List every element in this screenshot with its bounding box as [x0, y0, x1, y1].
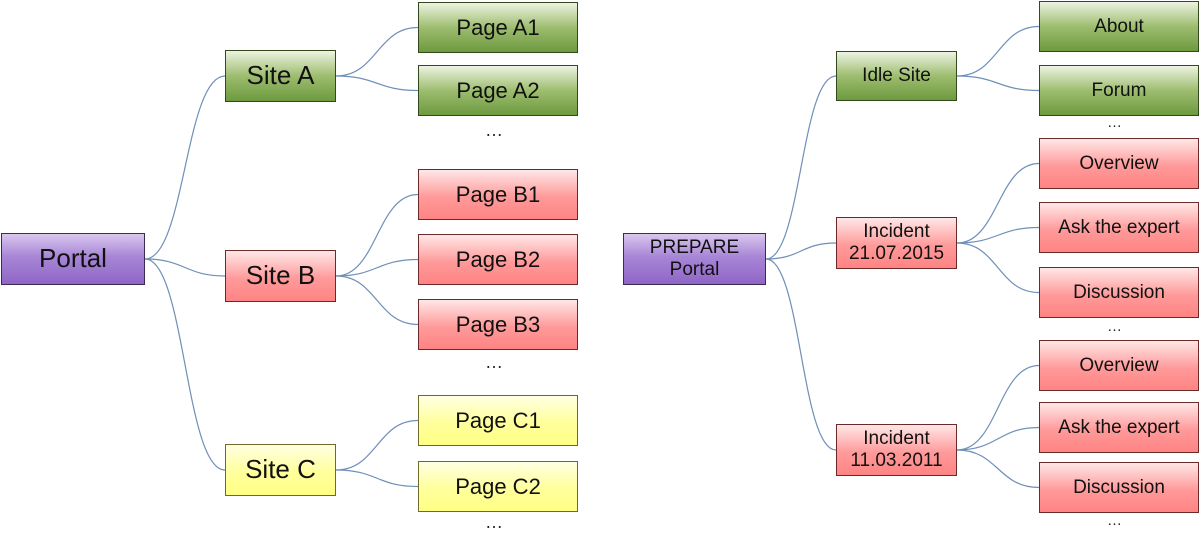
- discussion-2011-label: Discussion: [1073, 476, 1165, 498]
- incident-2011-label-line2: 11.03.2011: [850, 450, 943, 471]
- forum-page-node: Forum: [1039, 65, 1199, 116]
- ask-expert-2011-label: Ask the expert: [1058, 416, 1180, 438]
- site-b-label: Site B: [245, 260, 316, 291]
- site-b-node: Site B: [225, 250, 336, 302]
- ask-expert-2011-node: Ask the expert: [1039, 402, 1199, 453]
- connector-site-b-node-to-page-b1-node: [335, 193, 419, 277]
- connector-prepare-portal-node-to-incident-2015-node: [765, 242, 837, 260]
- prepare-portal-label-line1: PREPARE: [649, 237, 740, 259]
- page-b1-label: Page B1: [455, 181, 541, 207]
- portal-node: Portal: [1, 233, 145, 285]
- connector-site-b-node-to-page-b3-node: [335, 275, 419, 326]
- connector-prepare-portal-node-to-incident-2011-node: [765, 258, 837, 451]
- page-a1-node: Page A1: [418, 2, 578, 53]
- connector-site-b-node-to-page-b2-node: [335, 258, 419, 277]
- connector-incident-2011-node-to-overview-2011-node: [956, 364, 1040, 451]
- page-a2-label: Page A2: [456, 77, 540, 103]
- prepare-portal-label-line2: Portal: [669, 259, 720, 280]
- connector-idle-site-node-to-about-page-node: [956, 25, 1040, 77]
- connector-incident-2015-node-to-discussion-2015-node: [956, 242, 1040, 294]
- about-page-node: About: [1039, 1, 1199, 52]
- incident-2011-node: Incident 11.03.2011: [836, 424, 957, 476]
- overview-2011-label: Overview: [1079, 354, 1159, 376]
- overview-2011-node: Overview: [1039, 340, 1199, 391]
- page-c2-node: Page C2: [418, 461, 578, 512]
- connector-prepare-portal-node-to-idle-site-node: [765, 75, 837, 260]
- prepare-portal-node: PREPARE Portal: [623, 233, 766, 285]
- incident-2015-node: Incident 21.07.2015: [836, 217, 957, 269]
- site-a-node: Site A: [225, 50, 336, 102]
- connector-site-c-node-to-page-c2-node: [335, 469, 419, 488]
- discussion-2011-node: Discussion: [1039, 462, 1199, 513]
- connector-site-c-node-to-page-c1-node: [335, 419, 419, 471]
- overview-2015-label: Overview: [1079, 152, 1159, 174]
- incident-2015-label-line1: Incident: [863, 221, 930, 243]
- site-c-node: Site C: [225, 444, 336, 496]
- connector-idle-site-node-to-forum-page-node: [956, 75, 1040, 92]
- incident-2011-label-line1: Incident: [863, 428, 930, 450]
- site-b-more-ellipsis: …: [485, 352, 503, 372]
- discussion-2015-label: Discussion: [1073, 281, 1165, 303]
- page-b3-label: Page B3: [455, 311, 541, 337]
- portal-node-label: Portal: [39, 243, 107, 274]
- connector-incident-2011-node-to-discussion-2011-node: [956, 449, 1040, 489]
- connector-incident-2015-node-to-ask-expert-2015-node: [956, 226, 1040, 244]
- page-a2-node: Page A2: [418, 65, 578, 116]
- site-a-label: Site A: [246, 60, 315, 91]
- page-c1-node: Page C1: [418, 395, 578, 446]
- connector-site-a-node-to-page-a2-node: [335, 75, 419, 92]
- page-c1-label: Page C1: [455, 407, 541, 433]
- page-a1-label: Page A1: [456, 14, 540, 40]
- page-c2-label: Page C2: [455, 473, 541, 499]
- incident-2015-more-ellipsis: …: [1107, 318, 1122, 335]
- connector-portal-node-to-site-c-node: [144, 258, 226, 471]
- forum-page-label: Forum: [1091, 79, 1147, 101]
- page-b2-label: Page B2: [455, 246, 541, 272]
- idle-site-label: Idle Site: [862, 65, 931, 87]
- site-c-label: Site C: [245, 454, 316, 485]
- incident-2011-more-ellipsis: …: [1107, 512, 1122, 529]
- site-a-more-ellipsis: …: [485, 120, 503, 140]
- page-b2-node: Page B2: [418, 234, 578, 285]
- about-page-label: About: [1094, 15, 1144, 37]
- connector-portal-node-to-site-b-node: [144, 258, 226, 277]
- ask-expert-2015-node: Ask the expert: [1039, 202, 1199, 253]
- ask-expert-2015-label: Ask the expert: [1058, 216, 1180, 238]
- incident-2015-label-line2: 21.07.2015: [848, 243, 945, 264]
- connector-site-a-node-to-page-a1-node: [335, 26, 419, 77]
- idle-site-more-ellipsis: …: [1107, 114, 1122, 131]
- overview-2015-node: Overview: [1039, 138, 1199, 189]
- connector-incident-2011-node-to-ask-expert-2011-node: [956, 426, 1040, 451]
- connector-portal-node-to-site-a-node: [144, 75, 226, 260]
- page-b1-node: Page B1: [418, 169, 578, 220]
- connector-incident-2015-node-to-overview-2015-node: [956, 162, 1040, 244]
- discussion-2015-node: Discussion: [1039, 267, 1199, 318]
- page-b3-node: Page B3: [418, 299, 578, 350]
- site-c-more-ellipsis: …: [485, 512, 503, 532]
- idle-site-node: Idle Site: [836, 51, 957, 101]
